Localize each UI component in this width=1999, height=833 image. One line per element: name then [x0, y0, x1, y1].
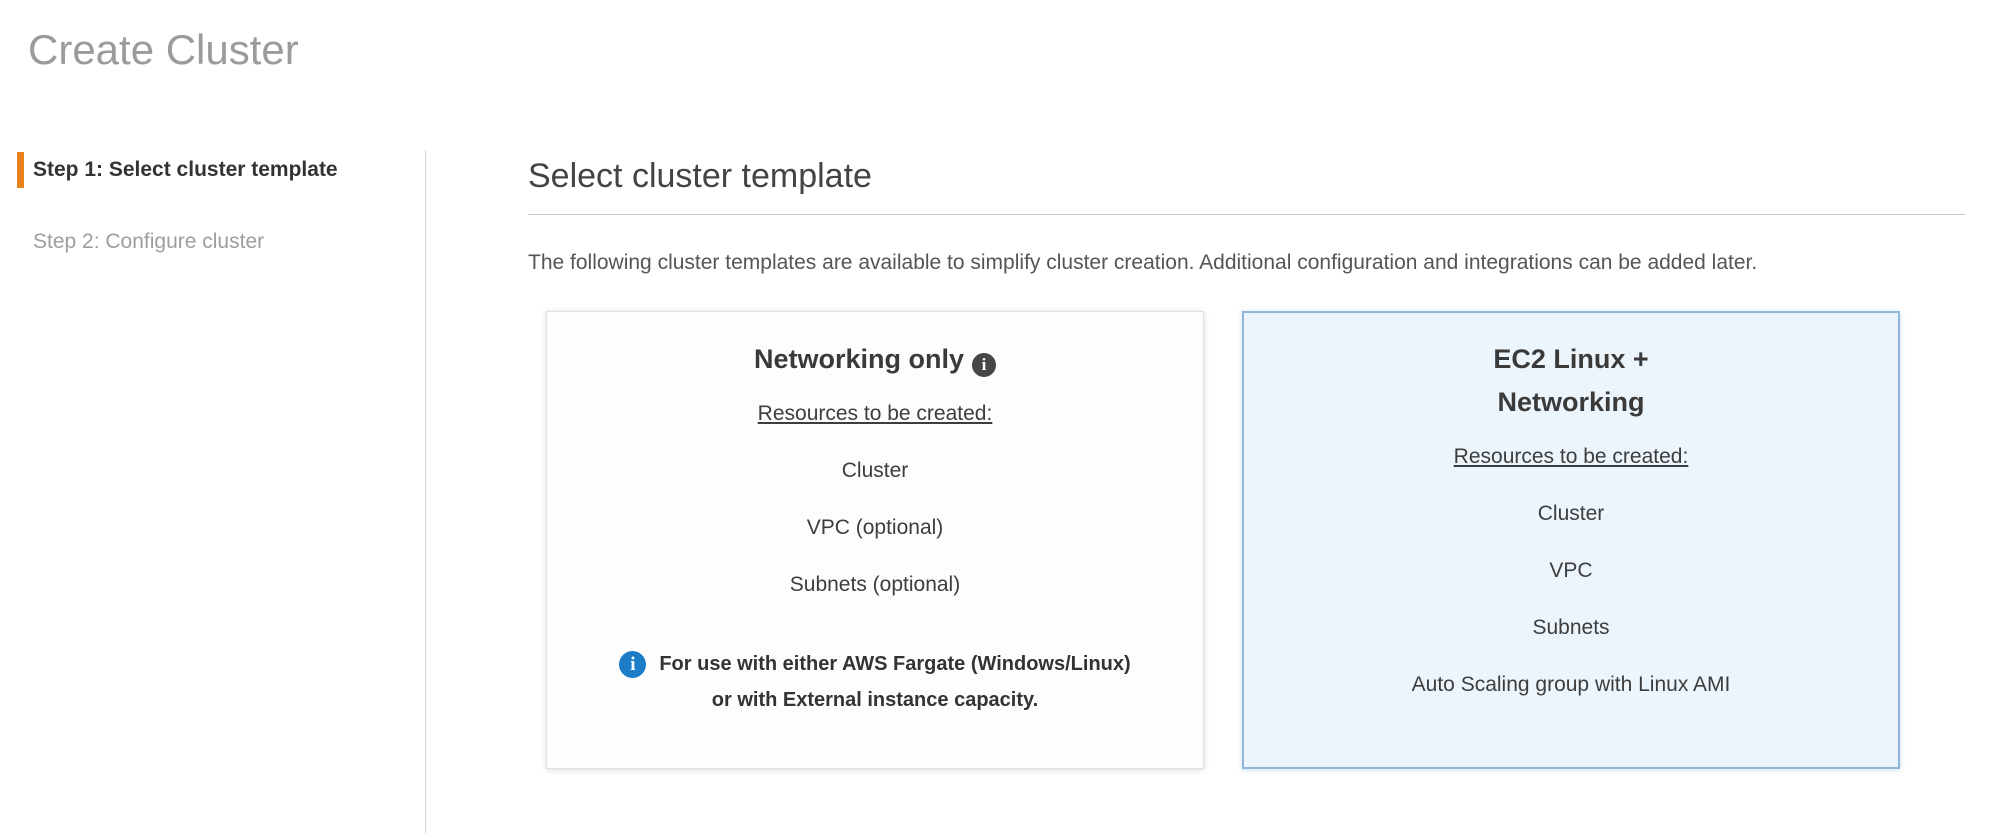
step-2-label: Step 2: Configure cluster	[33, 230, 265, 253]
template-card-ec2-linux-networking[interactable]: EC2 Linux + Networking Resources to be c…	[1242, 311, 1900, 769]
info-icon[interactable]: i	[972, 352, 996, 377]
note-line: For use with either AWS Fargate (Windows…	[659, 653, 1131, 675]
resource-item: Cluster	[1537, 502, 1605, 525]
resources-label: Resources to be created:	[757, 402, 993, 425]
resources-label: Resources to be created:	[1453, 445, 1689, 468]
template-title-text: Networking only	[753, 344, 964, 374]
template-card-title: Networking only i	[754, 338, 996, 381]
main-panel: Select cluster template The following cl…	[426, 150, 1999, 833]
info-icon-glyph: i	[981, 355, 987, 374]
info-icon-glyph: i	[630, 653, 636, 675]
wizard-steps: Step 1: Select cluster template Step 2: …	[0, 150, 426, 833]
note-line: or with External instance capacity.	[711, 689, 1039, 711]
section-heading: Select cluster template	[528, 157, 872, 195]
resource-item: Auto Scaling group with Linux AMI	[1411, 673, 1731, 696]
template-usage-note: i For use with either AWS Fargate (Windo…	[619, 646, 1131, 738]
template-card-networking-only[interactable]: Networking only i Resources to be created…	[546, 311, 1204, 769]
template-card-title: EC2 Linux + Networking	[1493, 338, 1648, 424]
template-cards: Networking only i Resources to be created…	[546, 311, 1965, 769]
content-row: Step 1: Select cluster template Step 2: …	[0, 150, 1999, 833]
template-title-line: Networking	[1497, 387, 1645, 417]
resource-item: Cluster	[841, 459, 909, 482]
step-1-select-cluster-template[interactable]: Step 1: Select cluster template	[17, 152, 425, 188]
resource-item: Subnets (optional)	[789, 573, 961, 596]
step-1-label: Step 1: Select cluster template	[33, 158, 338, 181]
info-icon-blue: i	[619, 650, 647, 678]
template-title-line: EC2 Linux +	[1493, 344, 1649, 374]
step-2-configure-cluster: Step 2: Configure cluster	[17, 224, 425, 260]
resource-item: VPC (optional)	[806, 516, 944, 539]
heading-divider	[528, 214, 1965, 215]
page-title: Create Cluster	[28, 26, 299, 73]
resource-item: VPC	[1549, 559, 1593, 582]
section-description: The following cluster templates are avai…	[528, 251, 1758, 274]
resource-item: Subnets	[1532, 616, 1610, 639]
